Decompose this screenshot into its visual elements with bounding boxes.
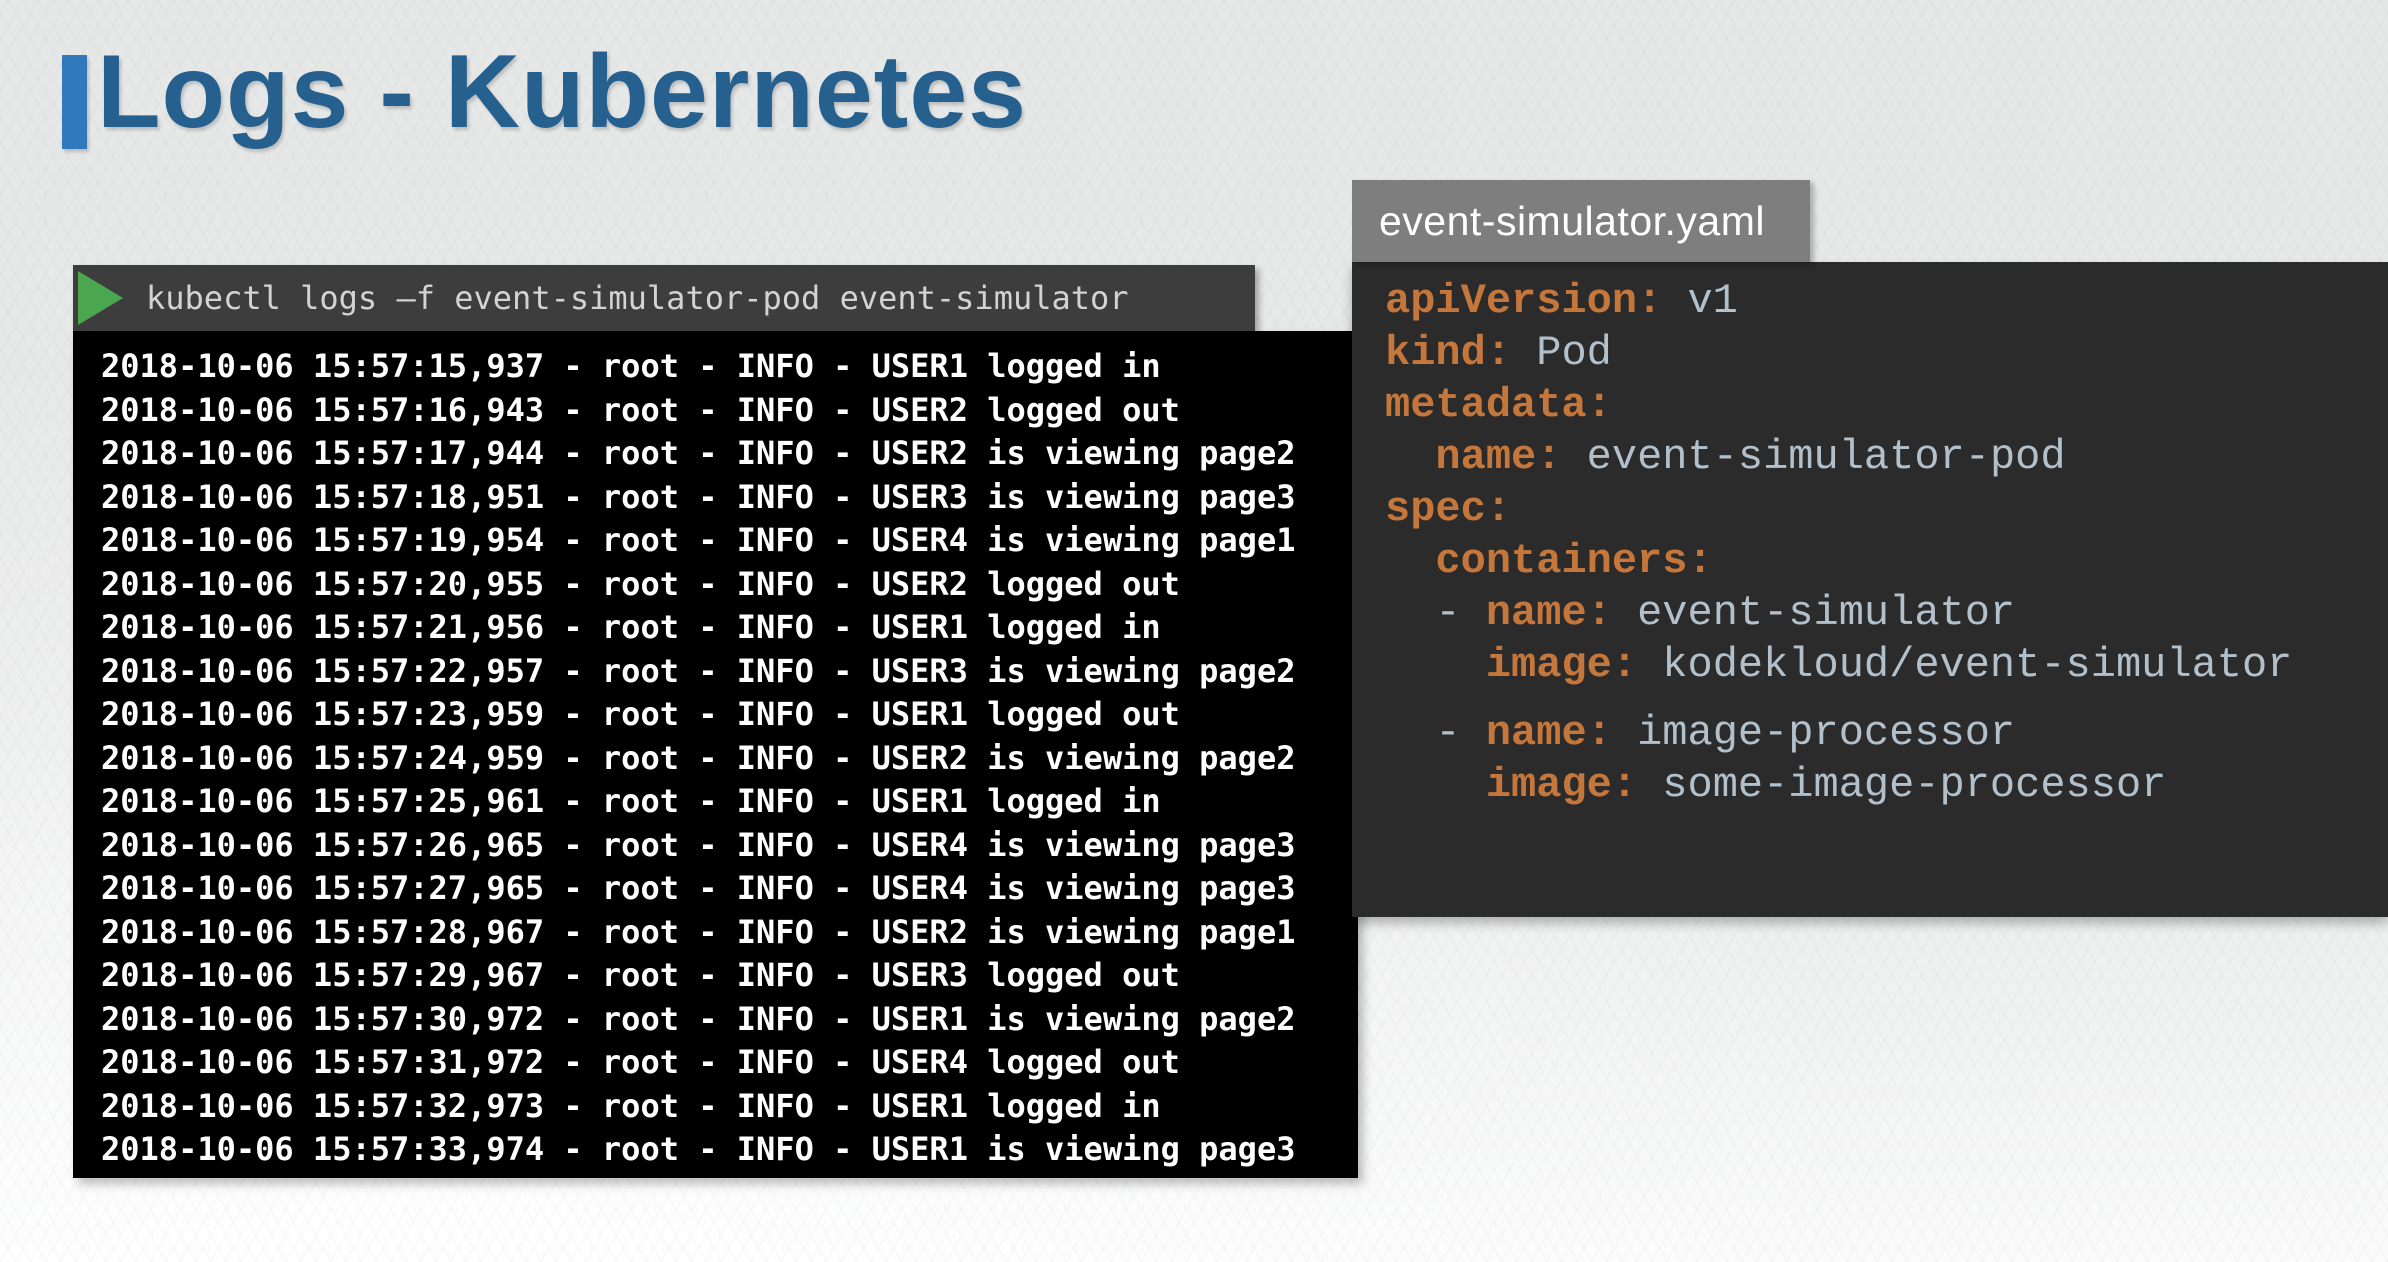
page-title: Logs - Kubernetes — [97, 34, 1027, 150]
yaml-line: image: kodekloud/event-simulator — [1485, 641, 2293, 689]
log-line: 2018-10-06 15:57:23,959 - root - INFO - … — [101, 695, 1180, 733]
yaml-filename-tab: event-simulator.yaml — [1352, 180, 1810, 262]
log-line: 2018-10-06 15:57:16,943 - root - INFO - … — [101, 390, 1180, 429]
title-accent-bar — [62, 55, 87, 149]
yaml-line: containers: — [1435, 537, 1713, 585]
yaml-line: - name: event-simulator — [1385, 589, 2016, 637]
log-line: 2018-10-06 15:57:22,957 - root - INFO - … — [101, 651, 1296, 690]
yaml-line: spec: — [1385, 485, 1512, 533]
log-line: 2018-10-06 15:57:28,967 - root - INFO - … — [101, 912, 1296, 951]
log-line: 2018-10-06 15:57:21,956 - root - INFO - … — [101, 608, 1161, 646]
log-line: 2018-10-06 15:57:20,955 - root - INFO - … — [101, 564, 1180, 603]
log-line: 2018-10-06 15:57:31,972 - root - INFO - … — [101, 1043, 1180, 1081]
yaml-line: name: event-simulator-pod — [1435, 433, 2066, 481]
log-line: 2018-10-06 15:57:29,967 - root - INFO - … — [101, 956, 1180, 994]
log-line: 2018-10-06 15:57:19,954 - root - INFO - … — [101, 521, 1296, 559]
log-line: 2018-10-06 15:57:18,951 - root - INFO - … — [101, 477, 1296, 516]
terminal-command-bar: kubectl logs –f event-simulator-pod even… — [73, 265, 1255, 331]
terminal-command[interactable]: kubectl logs –f event-simulator-pod even… — [146, 279, 1129, 317]
log-line: 2018-10-06 15:57:33,974 - root - INFO - … — [101, 1130, 1296, 1168]
log-line: 2018-10-06 15:57:24,959 - root - INFO - … — [101, 738, 1296, 777]
log-line: 2018-10-06 15:57:15,937 - root - INFO - … — [101, 347, 1161, 385]
yaml-editor-panel[interactable]: apiVersion: v1 kind: Pod metadata: name:… — [1352, 262, 2388, 917]
yaml-line: apiVersion: v1 — [1385, 277, 1738, 325]
log-line: 2018-10-06 15:57:30,972 - root - INFO - … — [101, 999, 1296, 1038]
log-line: 2018-10-06 15:57:26,965 - root - INFO - … — [101, 825, 1296, 864]
yaml-line: metadata: — [1385, 381, 1612, 429]
log-line: 2018-10-06 15:57:32,973 - root - INFO - … — [101, 1086, 1161, 1125]
terminal-output-window[interactable]: 2018-10-06 15:57:15,937 - root - INFO - … — [73, 331, 1358, 1178]
play-icon — [78, 271, 123, 325]
yaml-line: - name: image-processor — [1385, 709, 2016, 757]
yaml-filename: event-simulator.yaml — [1379, 197, 1765, 244]
log-line: 2018-10-06 15:57:27,965 - root - INFO - … — [101, 869, 1296, 907]
log-line: 2018-10-06 15:57:25,961 - root - INFO - … — [101, 782, 1161, 820]
yaml-line: kind: Pod — [1385, 329, 1612, 377]
log-line: 2018-10-06 15:57:17,944 - root - INFO - … — [101, 434, 1296, 472]
yaml-line: image: some-image-processor — [1485, 761, 2167, 809]
